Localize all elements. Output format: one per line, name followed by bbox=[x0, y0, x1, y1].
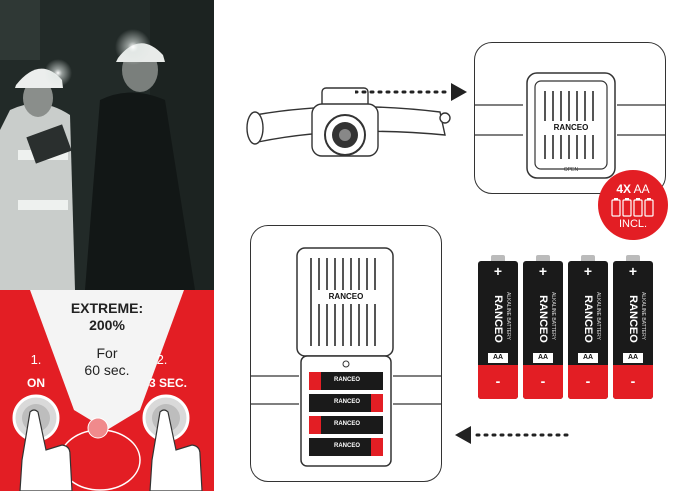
battery-icons bbox=[611, 198, 654, 217]
installed-batteries bbox=[309, 372, 383, 456]
back-case-frame: RANCEO OPEN bbox=[474, 42, 666, 194]
battery-brand-2: RANCEO bbox=[333, 399, 360, 405]
workers-photo bbox=[0, 0, 214, 290]
aa-battery-4: + RANCEO ALKALINE BATTERY AA - bbox=[613, 255, 653, 403]
duration-line-2: 60 sec. bbox=[84, 362, 130, 378]
battery-size: AA bbox=[533, 353, 553, 363]
headlamp-lens bbox=[87, 417, 109, 439]
light-beam-shape bbox=[30, 290, 184, 430]
reflective-stripe bbox=[18, 200, 68, 210]
man-body bbox=[85, 92, 195, 290]
duration-line-1: For bbox=[96, 345, 118, 361]
battery-plus-sign: + bbox=[628, 263, 638, 279]
dotted-arrow-left bbox=[455, 426, 569, 444]
battery-minus-sign: - bbox=[540, 373, 546, 389]
headlamp-illustration bbox=[246, 87, 451, 157]
tablet bbox=[26, 124, 72, 164]
case-brand-logo: RANCEO bbox=[553, 123, 589, 132]
battery-size: AA bbox=[623, 353, 643, 363]
open-case-brand-logo: RANCEO bbox=[328, 292, 364, 301]
instruction-panel: EXTREME: 200% For 60 sec. 1. ON 2. 3 SEC… bbox=[0, 290, 214, 491]
battery-minus-sign: - bbox=[630, 373, 636, 389]
battery-brand-4: RANCEO bbox=[333, 443, 360, 449]
battery-brand-3: RANCEO bbox=[333, 421, 360, 427]
button-press-illustration bbox=[12, 394, 203, 491]
man-headlamp-glow bbox=[115, 29, 151, 65]
woman-headlamp-glow bbox=[44, 59, 72, 87]
open-case-illustration bbox=[251, 247, 441, 467]
step-1-label: ON bbox=[27, 376, 45, 390]
step-1-number: 1. bbox=[30, 352, 42, 367]
battery-minus-sign: - bbox=[495, 373, 501, 389]
woman-head bbox=[23, 79, 53, 117]
left-hand-icon bbox=[19, 409, 73, 491]
battery-minus-sign: - bbox=[585, 373, 591, 389]
badge-size: AA bbox=[633, 182, 650, 196]
battery-size: AA bbox=[578, 353, 598, 363]
mode-percent: 200% bbox=[89, 317, 125, 333]
open-case-frame: RANCEO RANCEO RANCEO RANCEO RANCEO bbox=[250, 225, 442, 482]
battery-plus-sign: + bbox=[493, 263, 503, 279]
aa-battery-1: + RANCEO ALKALINE BATTERY AA - bbox=[478, 255, 518, 403]
batteries-included-badge: 4X AA INCL. bbox=[598, 170, 668, 240]
case-open-label: OPEN bbox=[563, 167, 579, 173]
battery-brand-1: RANCEO bbox=[333, 377, 360, 383]
right-hand-icon bbox=[149, 409, 203, 491]
badge-included: INCL. bbox=[618, 218, 648, 230]
battery-plus-sign: + bbox=[583, 263, 593, 279]
badge-quantity: 4X bbox=[616, 182, 631, 196]
workers-illustration bbox=[0, 0, 214, 290]
step-2-number: 2. bbox=[156, 352, 168, 367]
back-case-illustration bbox=[475, 72, 665, 179]
aa-battery-2: + RANCEO ALKALINE BATTERY AA - bbox=[523, 255, 563, 403]
battery-size: AA bbox=[488, 353, 508, 363]
dotted-arrow-right bbox=[355, 83, 467, 101]
mode-title: EXTREME: bbox=[70, 300, 144, 316]
battery-plus-sign: + bbox=[538, 263, 548, 279]
aa-battery-3: + RANCEO ALKALINE BATTERY AA - bbox=[568, 255, 608, 403]
step-2-label: 3 SEC. bbox=[148, 376, 187, 390]
